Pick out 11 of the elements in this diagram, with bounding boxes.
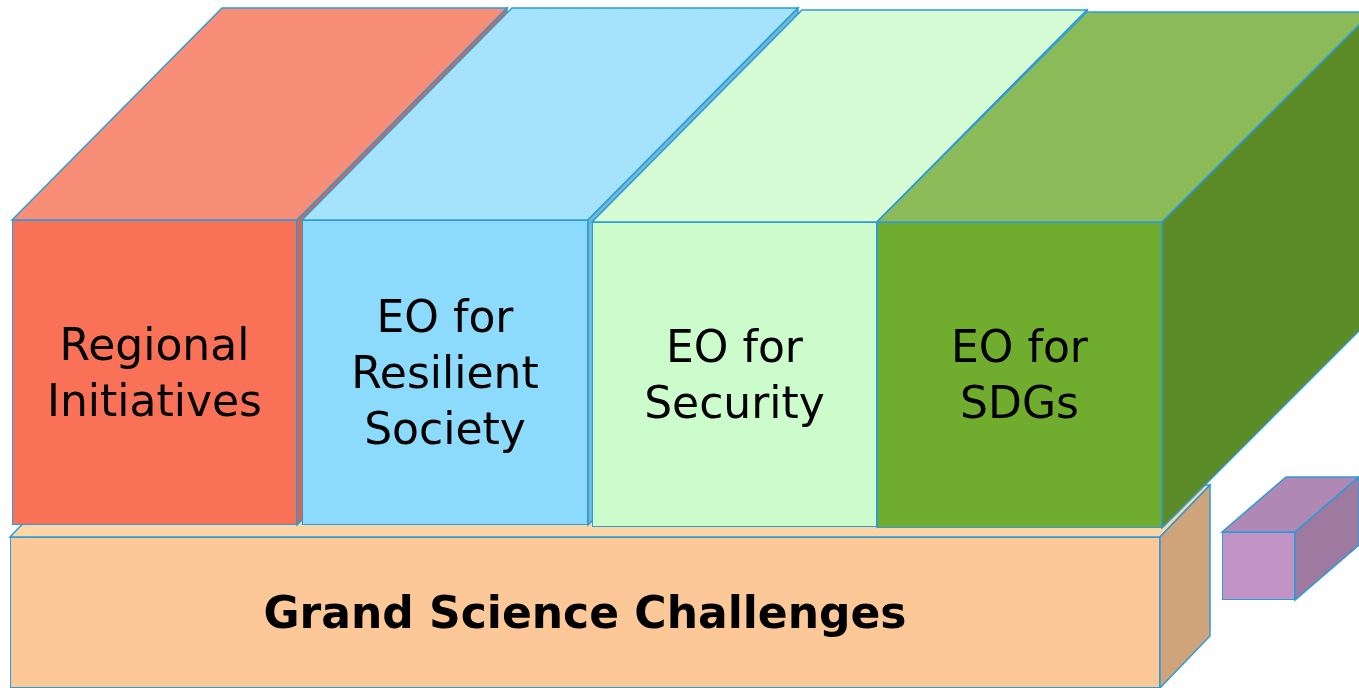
block-front bbox=[302, 220, 588, 525]
block-front bbox=[12, 220, 297, 525]
block-label: Regional Initiatives bbox=[45, 317, 263, 428]
block-label: EO for Security bbox=[643, 319, 826, 430]
block-front bbox=[592, 222, 877, 527]
block-label: EO for SDGs bbox=[950, 320, 1089, 430]
block bbox=[1222, 532, 1295, 600]
block-front bbox=[10, 537, 1160, 688]
block-front bbox=[877, 222, 1162, 528]
block-label: Grand Science Challenges bbox=[263, 585, 907, 640]
block-label: EO for Resilient Society bbox=[350, 289, 540, 456]
